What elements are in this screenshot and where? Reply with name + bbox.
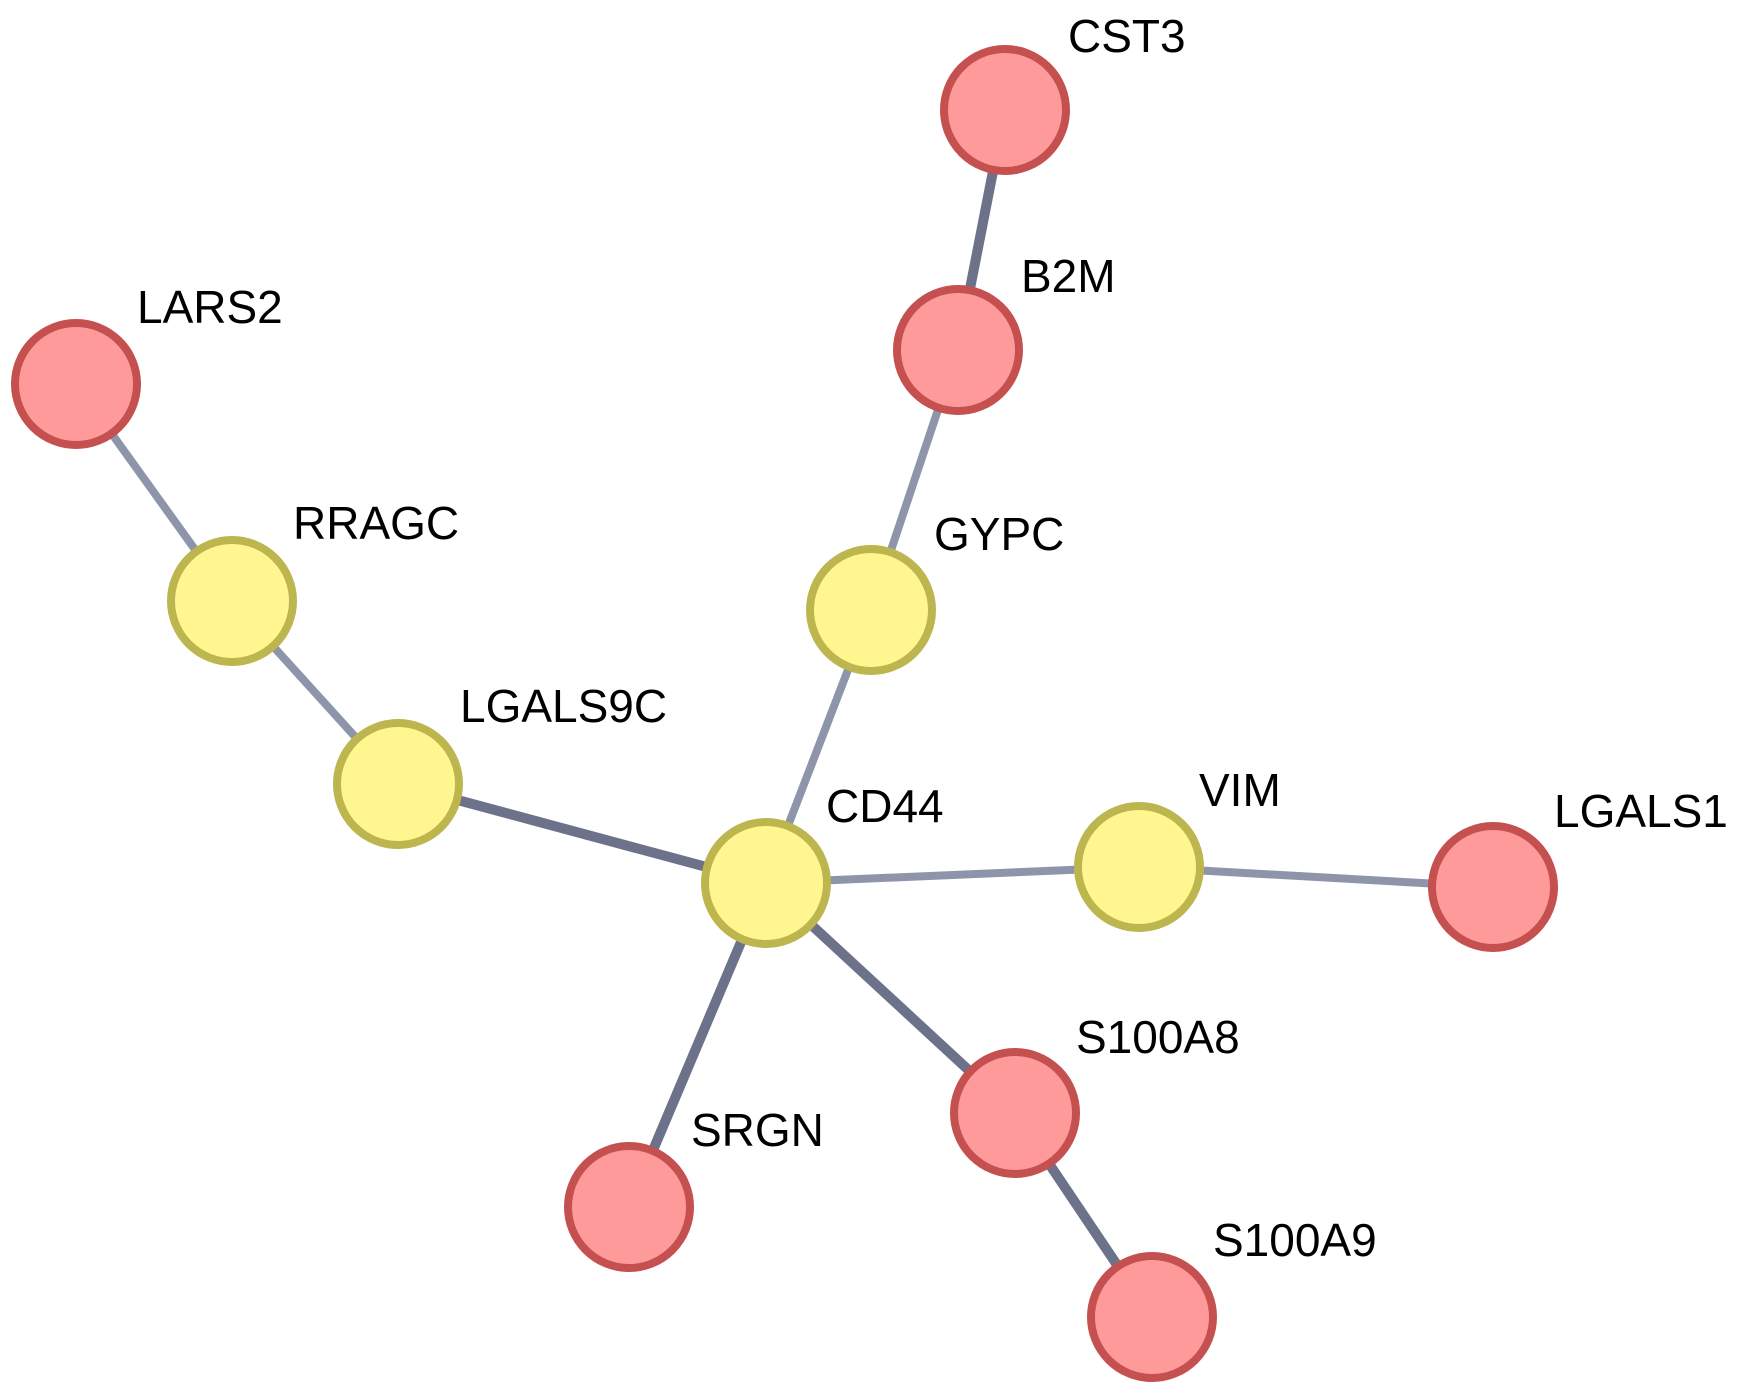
node-lgals1[interactable] — [1428, 822, 1558, 952]
node-gypc[interactable] — [806, 545, 936, 675]
node-lars2[interactable] — [11, 319, 141, 449]
nodes — [11, 45, 1558, 1382]
node-vim[interactable] — [1074, 802, 1204, 932]
node-b2m[interactable] — [893, 285, 1023, 415]
node-cst3[interactable] — [940, 45, 1070, 175]
node-lgals9c[interactable] — [333, 719, 463, 849]
node-s100a8[interactable] — [950, 1048, 1080, 1178]
node-label-s100a8: S100A8 — [1076, 1011, 1240, 1063]
node-srgn[interactable] — [564, 1142, 694, 1272]
node-label-srgn: SRGN — [691, 1104, 824, 1156]
node-label-s100a9: S100A9 — [1213, 1214, 1377, 1266]
node-label-vim: VIM — [1199, 764, 1281, 816]
node-label-cst3: CST3 — [1068, 10, 1186, 62]
node-rragc[interactable] — [167, 536, 297, 666]
node-label-b2m: B2M — [1021, 250, 1116, 302]
node-label-rragc: RRAGC — [293, 497, 459, 549]
node-label-lgals9c: LGALS9C — [460, 680, 667, 732]
node-s100a9[interactable] — [1087, 1252, 1217, 1382]
node-label-gypc: GYPC — [934, 508, 1064, 560]
node-cd44[interactable] — [701, 818, 831, 948]
node-label-lgals1: LGALS1 — [1554, 785, 1728, 837]
node-label-cd44: CD44 — [826, 780, 944, 832]
node-label-lars2: LARS2 — [137, 281, 283, 333]
